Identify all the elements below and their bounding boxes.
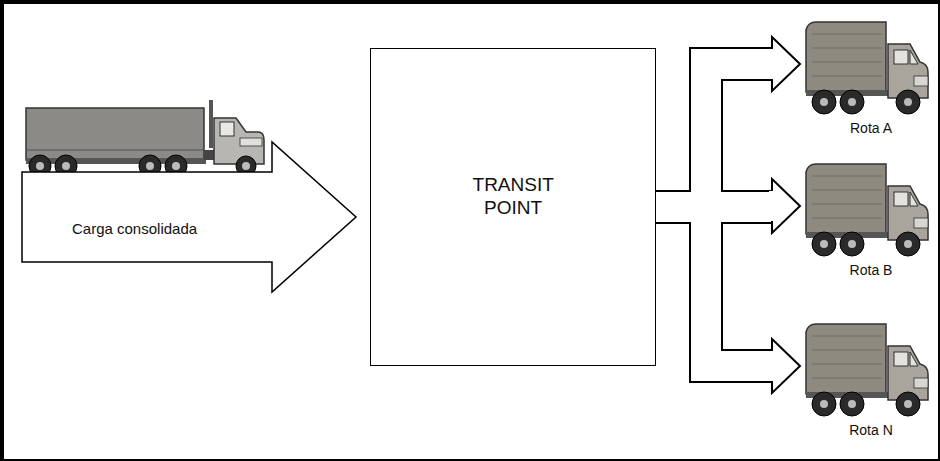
connector-fill: [656, 64, 772, 207]
arrow-fills: [656, 64, 772, 366]
route-truck: Rota A: [800, 14, 940, 140]
route-label: Rota B: [800, 262, 940, 278]
transit-box: TRANSIT POINT: [370, 48, 656, 366]
semi-truck: [26, 100, 264, 177]
truck-icon: [802, 316, 932, 420]
truck-icon: [802, 14, 932, 118]
route-truck: Rota B: [800, 156, 940, 282]
route-truck: Rota N: [800, 316, 940, 442]
box-title: TRANSIT POINT: [473, 174, 554, 220]
arrow-head-join: [769, 191, 774, 221]
arrow-shape: [22, 142, 356, 292]
arrow-label: Carga consolidada: [72, 220, 197, 237]
arrow-outlines: [656, 64, 772, 366]
arrow-head: [772, 339, 800, 393]
route-label: Rota A: [800, 120, 940, 136]
route-label: Rota N: [800, 422, 940, 438]
connector-outline: [656, 64, 772, 207]
arrow-head-joins: [769, 64, 774, 366]
arrow-heads: [772, 37, 800, 393]
connector-outline: [656, 207, 772, 366]
arrow-head: [772, 179, 800, 233]
block-arrow: Carga consolidada: [20, 140, 360, 294]
truck-icon: [802, 156, 932, 260]
arrow-head-join: [769, 351, 774, 381]
arrow-head: [772, 37, 800, 91]
arrow-head-join: [769, 49, 774, 79]
connector-fill: [656, 207, 772, 366]
arrow-outline: [20, 140, 360, 294]
